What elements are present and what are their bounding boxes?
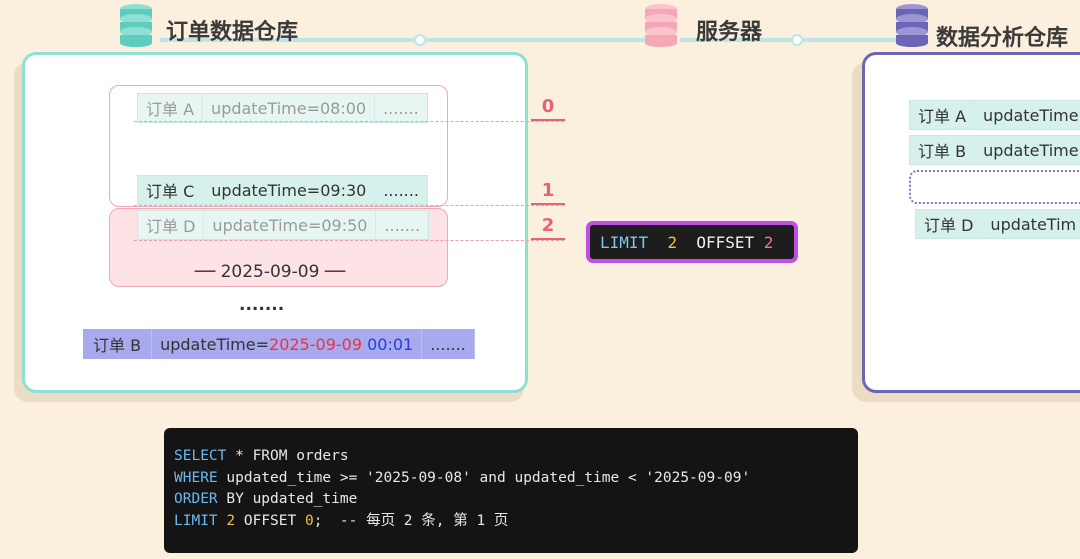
sql-keyword: SELECT — [174, 448, 227, 464]
connector-dot — [414, 34, 426, 46]
connector-line-left — [160, 38, 650, 42]
sql-text: OFFSET — [235, 512, 305, 529]
offset-value: 2 — [763, 232, 774, 252]
offset-line-0 — [134, 121, 564, 122]
order-cell: 订单 B — [83, 329, 153, 359]
offset-underline — [531, 238, 565, 240]
time-cell: updateTime=2025-09-09 00:01 — [152, 329, 423, 359]
left-db-title: 订单数据仓库 — [166, 20, 299, 45]
code-line: LIMIT 2 OFFSET 0; -- 每页 2 条, 第 1 页 — [174, 511, 858, 533]
right-db-panel: 订单 A updateTime 订单 B updateTime 订单 D upd… — [862, 52, 1080, 393]
more-cell: ....... — [384, 215, 421, 235]
left-db-panel: 订单 A updateTime=08:00 ....... 订单 C updat… — [22, 52, 528, 393]
date-value: 2025-09-09 — [269, 334, 362, 354]
date-divider: ── 2025-09-09 ── — [194, 262, 346, 282]
sql-keyword: ORDER — [174, 491, 218, 507]
database-icon — [896, 4, 928, 47]
table-row: 订单 A updateTime=08:00 ....... — [137, 93, 428, 123]
sql-comment: ; -- 每页 2 条, 第 1 页 — [313, 512, 509, 529]
order-cell: 订单 C — [138, 176, 204, 204]
sql-number: 0 — [304, 512, 314, 529]
right-db-title: 数据分析仓库 — [936, 26, 1069, 51]
missing-row-placeholder — [909, 170, 1080, 204]
time-cell: updateTim — [990, 214, 1077, 234]
ellipsis: ....... — [239, 295, 285, 315]
code-line: SELECT * FROM orders — [174, 446, 858, 468]
sql-text: * FROM orders — [226, 448, 349, 464]
time-cell: updateTime=08:00 — [203, 94, 376, 122]
limit-keyword: LIMIT — [600, 232, 649, 252]
table-row: 订单 B updateTime — [909, 135, 1080, 165]
sql-number: 2 — [226, 512, 236, 529]
time-cell: updateTime — [983, 140, 1079, 160]
table-row: 订单 D updateTime=09:50 ....... — [137, 210, 430, 240]
order-cell: 订单 A — [138, 94, 204, 122]
offset-label-0: 0 — [541, 96, 555, 117]
offset-label-2: 2 — [541, 215, 555, 236]
more-cell: ....... — [383, 180, 419, 200]
order-cell: 订单 B — [910, 136, 976, 164]
more-cell: ....... — [383, 98, 419, 118]
server-title: 服务器 — [696, 20, 763, 45]
connector-dot — [791, 34, 803, 46]
time-cell: updateTime=09:30 — [203, 176, 376, 204]
limit-offset-box: LIMIT 2 OFFSET 2 — [586, 221, 798, 263]
table-row: 订单 D updateTim — [915, 209, 1080, 239]
database-icon — [120, 4, 152, 47]
offset-keyword: OFFSET — [696, 232, 755, 252]
server-icon — [645, 4, 677, 47]
sql-keyword: WHERE — [174, 469, 218, 486]
time-cell: updateTime — [983, 105, 1079, 125]
limit-value: 2 — [667, 232, 678, 252]
sql-text: BY updated_time — [217, 491, 358, 507]
offset-underline — [531, 119, 565, 121]
offset-underline — [531, 203, 565, 205]
time-cell: updateTime=09:50 — [204, 211, 377, 239]
offset-line-2 — [134, 240, 564, 241]
table-row: 订单 C updateTime=09:30 ....... — [137, 175, 428, 205]
order-cell: 订单 D — [916, 210, 983, 238]
offset-label-1: 1 — [541, 180, 555, 201]
table-row: 订单 B updateTime=2025-09-09 00:01 ....... — [83, 329, 475, 359]
code-line: ORDER BY updated_time — [174, 489, 858, 511]
time-prefix: updateTime= — [160, 334, 270, 354]
time-value: 00:01 — [367, 334, 414, 354]
order-cell: 订单 D — [138, 211, 205, 239]
sql-keyword: LIMIT — [174, 512, 218, 529]
connector-line-right — [680, 38, 900, 42]
order-cell: 订单 A — [910, 101, 976, 129]
code-line: WHERE updated_time >= '2025-09-08' and u… — [174, 468, 858, 490]
sql-text: updated_time >= '2025-09-08' and updated… — [217, 469, 751, 486]
offset-line-1 — [134, 205, 564, 206]
table-row: 订单 A updateTime — [909, 100, 1080, 130]
more-cell: ....... — [422, 329, 475, 359]
